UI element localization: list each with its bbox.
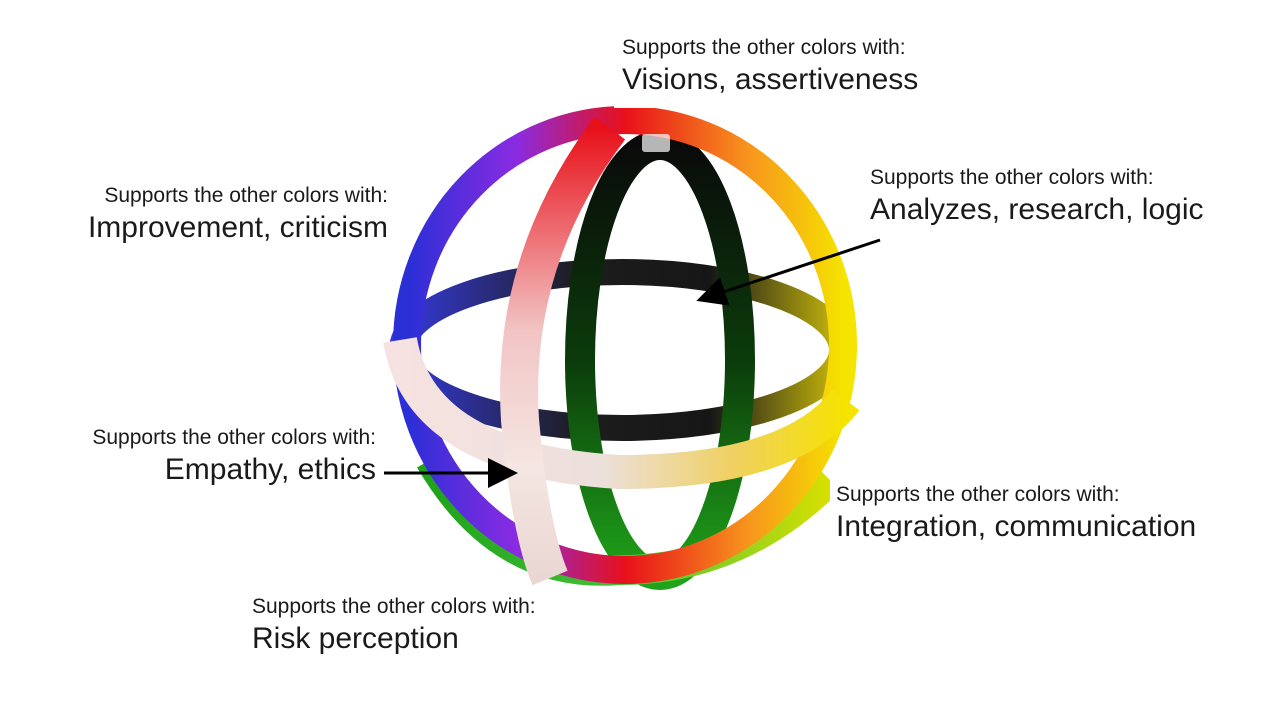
front-vertical-band (500, 116, 626, 586)
back-vertical-band (565, 130, 755, 590)
label-backdrop-mid-right (830, 474, 910, 560)
back-ring (389, 259, 855, 441)
label-empathy-text: Empathy, ethics (164, 453, 376, 486)
label-risk-caption: Supports the other colors with: (252, 595, 536, 618)
label-visions: Supports the other colors with: Visions,… (622, 34, 918, 99)
label-risk-text: Risk perception (252, 622, 459, 655)
label-integration-caption: Supports the other colors with: (836, 483, 1120, 506)
label-backdrop-top (614, 74, 814, 108)
label-backdrop-bottom (248, 586, 608, 606)
label-improvement: Supports the other colors with: Improvem… (48, 182, 388, 247)
front-ring (383, 336, 860, 490)
label-integration-text: Integration, communication (836, 510, 1197, 543)
label-risk: Supports the other colors with: Risk per… (252, 593, 536, 658)
label-visions-caption: Supports the other colors with: (622, 36, 906, 59)
color-sphere-graphic (383, 106, 860, 590)
label-backdrop-right (866, 196, 1052, 240)
label-visions-text: Visions, assertiveness (622, 63, 919, 96)
label-analyzes-caption: Supports the other colors with: (870, 166, 1154, 189)
sphere-highlight (642, 134, 670, 152)
label-improvement-caption: Supports the other colors with: (104, 184, 388, 207)
label-analyzes-text: Analyzes, research, logic (870, 193, 1204, 226)
label-integration: Supports the other colors with: Integrat… (836, 481, 1196, 546)
label-improvement-text: Improvement, criticism (87, 211, 388, 244)
label-analyzes: Supports the other colors with: Analyzes… (870, 164, 1204, 229)
label-empathy-caption: Supports the other colors with: (92, 426, 376, 449)
label-empathy: Supports the other colors with: Empathy,… (36, 424, 376, 489)
